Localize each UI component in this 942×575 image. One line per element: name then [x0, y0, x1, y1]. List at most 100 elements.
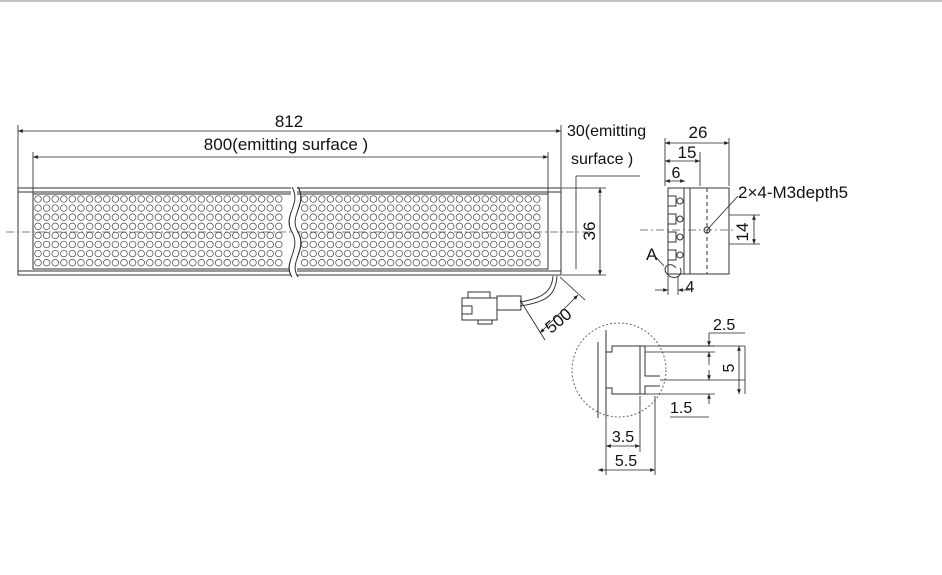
- led: [378, 213, 386, 221]
- led: [103, 222, 111, 230]
- led: [232, 249, 240, 258]
- led: [214, 240, 223, 249]
- led: [180, 222, 188, 230]
- led: [180, 249, 188, 258]
- led: [77, 249, 85, 258]
- led: [481, 240, 489, 249]
- led: [257, 240, 266, 249]
- led: [335, 249, 343, 258]
- led: [111, 213, 120, 221]
- slot-width-label: 3.5: [612, 429, 634, 446]
- led: [395, 231, 403, 240]
- led: [257, 231, 266, 240]
- led: [404, 231, 412, 240]
- led: [42, 195, 51, 203]
- bottom-label: 4: [686, 279, 695, 296]
- led: [447, 204, 455, 212]
- led: [223, 240, 231, 249]
- led: [343, 204, 352, 212]
- led: [206, 240, 214, 249]
- led: [232, 222, 240, 230]
- led: [395, 195, 403, 203]
- led: [343, 195, 352, 203]
- led: [464, 249, 472, 258]
- led: [318, 213, 326, 221]
- led: [335, 240, 343, 249]
- led: [257, 213, 266, 221]
- led: [455, 213, 464, 221]
- led: [404, 222, 412, 230]
- led: [490, 231, 498, 240]
- led: [111, 204, 120, 212]
- light-bar-body: [17, 187, 562, 276]
- led: [266, 259, 274, 267]
- led: [533, 249, 541, 258]
- led: [171, 213, 180, 221]
- led: [171, 222, 180, 230]
- led: [171, 231, 180, 240]
- led: [421, 222, 429, 230]
- led: [94, 204, 102, 212]
- inner-width-label: 15: [678, 143, 697, 162]
- led: [421, 259, 429, 267]
- led: [171, 259, 180, 267]
- slot-profile: [597, 330, 660, 418]
- led: [266, 222, 274, 230]
- led: [378, 259, 386, 267]
- led: [146, 249, 154, 258]
- led: [524, 249, 532, 258]
- led: [163, 259, 171, 267]
- led: [481, 195, 489, 203]
- led: [300, 259, 309, 267]
- led: [438, 249, 446, 258]
- led: [447, 222, 455, 230]
- led: [438, 213, 446, 221]
- led: [111, 249, 120, 258]
- led: [240, 213, 249, 221]
- led: [232, 213, 240, 221]
- led: [533, 259, 541, 267]
- led: [180, 240, 188, 249]
- led: [352, 231, 360, 240]
- led: [464, 231, 472, 240]
- led: [490, 213, 498, 221]
- led: [171, 240, 180, 249]
- led: [197, 204, 206, 212]
- led: [472, 222, 481, 230]
- led: [94, 249, 102, 258]
- led: [455, 249, 464, 258]
- led: [232, 259, 240, 267]
- led: [447, 259, 455, 267]
- led: [481, 222, 489, 230]
- led: [68, 213, 77, 221]
- led: [42, 231, 51, 240]
- led: [77, 213, 85, 221]
- led: [343, 213, 352, 221]
- led: [438, 259, 446, 267]
- led: [34, 249, 42, 258]
- led: [77, 195, 85, 203]
- led: [189, 195, 197, 203]
- led: [103, 204, 111, 212]
- led: [94, 195, 102, 203]
- led: [524, 240, 532, 249]
- led: [146, 222, 154, 230]
- led: [412, 249, 421, 258]
- led: [429, 213, 438, 221]
- led: [189, 249, 197, 258]
- led: [455, 259, 464, 267]
- led: [507, 259, 515, 267]
- led: [163, 213, 171, 221]
- led: [309, 231, 317, 240]
- led: [266, 195, 274, 203]
- led: [404, 249, 412, 258]
- led: [171, 249, 180, 258]
- led: [206, 213, 214, 221]
- led: [120, 204, 128, 212]
- led: [111, 222, 120, 230]
- led: [34, 222, 42, 230]
- led: [412, 259, 421, 267]
- led: [490, 249, 498, 258]
- led-grid: [34, 195, 541, 267]
- led: [515, 213, 524, 221]
